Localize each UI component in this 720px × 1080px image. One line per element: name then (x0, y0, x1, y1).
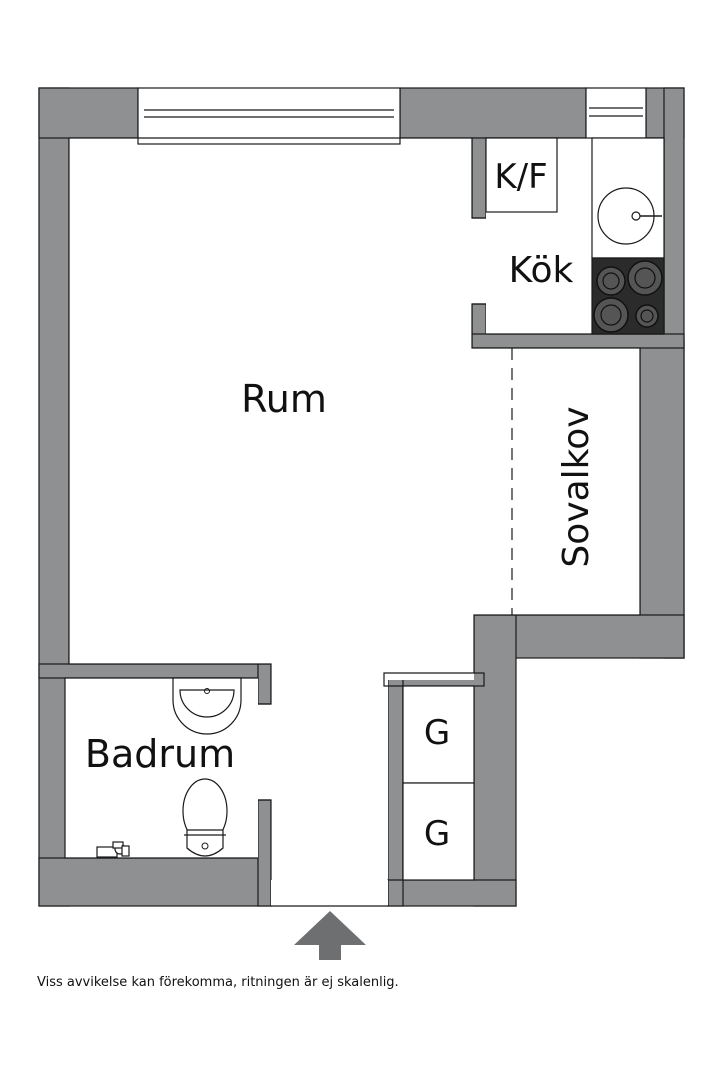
wall-wardrobe-left (387, 672, 404, 907)
floor-hall (271, 664, 388, 906)
outline-rum (68, 137, 641, 906)
entrance-opening (271, 880, 388, 906)
entrance-arrow-icon (294, 911, 366, 960)
shower-tap-icon (96, 841, 130, 858)
label-sovalkov: Sovalkov (556, 406, 597, 567)
wall-kitchen-horizontal (471, 333, 685, 349)
wall-bottom-left (38, 857, 272, 907)
stove-icon (591, 257, 665, 335)
label-garderob-1: G (424, 713, 450, 753)
wall-left (38, 87, 70, 907)
toilet-icon (182, 778, 228, 857)
window-main (137, 87, 401, 145)
wall-step-vertical (473, 614, 517, 907)
label-rum: Rum (241, 377, 327, 421)
wardrobe-2 (402, 782, 475, 881)
walls (38, 87, 685, 907)
wall-bath-right-top (257, 663, 272, 705)
disclaimer-text: Viss avvikelse kan förekomma, ritningen … (37, 975, 399, 990)
label-garderob-2: G (424, 814, 450, 854)
window-kitchen (585, 87, 647, 139)
floor-rum (69, 138, 472, 664)
wall-kitchen-top (471, 137, 487, 219)
wall-top-left (38, 87, 139, 139)
label-kf: K/F (494, 157, 547, 197)
sink-icon (597, 187, 662, 245)
washbasin-icon (172, 677, 242, 735)
wall-bath-right-bottom (257, 799, 272, 907)
label-kok: Kök (509, 250, 574, 291)
floor-sovalkov (472, 348, 640, 615)
fridge-freezer-box (485, 137, 558, 213)
label-badrum: Badrum (85, 732, 235, 776)
wall-bath-top (38, 663, 272, 679)
windows (137, 87, 647, 145)
wall-bottom-right (387, 879, 517, 907)
wardrobe-1 (402, 685, 475, 784)
wall-top-mid (399, 87, 587, 139)
wall-right-lower (639, 339, 685, 659)
